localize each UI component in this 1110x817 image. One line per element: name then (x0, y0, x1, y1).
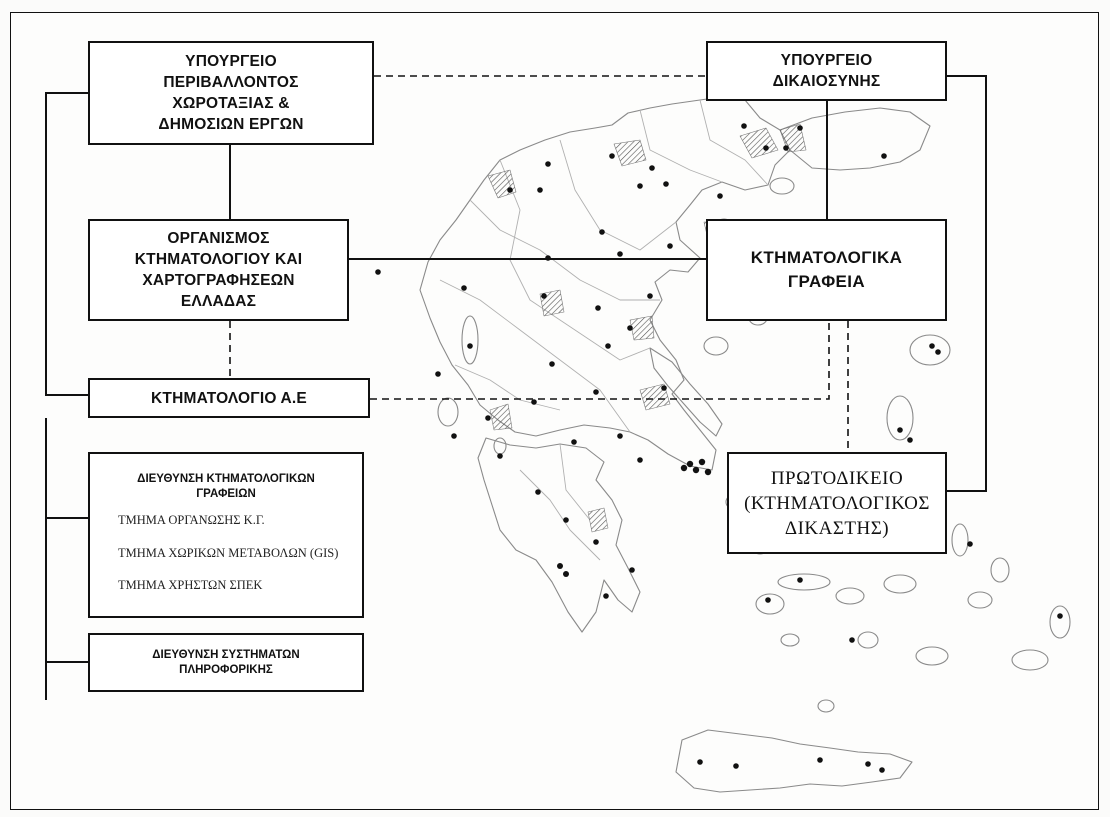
crete-outline (675, 729, 913, 793)
greece-map (375, 96, 1071, 793)
ministry-justice-line-1: ΥΠΟΥΡΓΕΙΟ (780, 52, 873, 69)
cadastral-offices-box: ΚΤΗΜΑΤΟΛΟΓΙΚΑ ΓΡΑΦΕΙΑ (706, 219, 947, 321)
court-box: ΠΡΩΤΟΔΙΚΕΙΟ (ΚΤΗΜΑΤΟΛΟΓΙΚΟΣ ΔΙΚΑΣΤΗΣ) (727, 452, 947, 554)
directorate-cadastral-offices-title: ΔΙΕΥΘΥΝΣΗ ΚΤΗΜΑΤΟΛΟΓΙΚΩΝ ΓΡΑΦΕΙΩΝ (90, 472, 362, 502)
dashed-connectors (229, 75, 849, 452)
court-line-2: (ΚΤΗΜΑΤΟΛΟΓΙΚΟΣ (744, 492, 930, 514)
evia-outline (649, 347, 723, 437)
cadastre-org-line-2: ΚΤΗΜΑΤΟΛΟΓΙΟΥ ΚΑΙ (134, 251, 303, 268)
cadastre-org-line-4: ΕΛΛΑΔΑΣ (180, 293, 257, 310)
directorate-title-line-2: ΓΡΑΦΕΙΩΝ (196, 488, 256, 500)
directorate-it-line-2: ΠΛΗΡΟΦΟΡΙΚΗΣ (179, 663, 273, 676)
peloponnese-outline (477, 437, 641, 633)
cadastral-offices-line-1: ΚΤΗΜΑΤΟΛΟΓΙΚΑ (750, 248, 903, 267)
mainland-outline (419, 96, 791, 471)
cadastre-organization-box: ΟΡΓΑΝΙΣΜΟΣ ΚΤΗΜΑΤΟΛΟΓΙΟΥ ΚΑΙ ΧΑΡΤΟΓΡΑΦΗΣ… (88, 219, 349, 321)
office-markers (375, 123, 1063, 773)
ktimatologio-sa-box: ΚΤΗΜΑΤΟΛΟΓΙΟ Α.Ε (88, 378, 370, 418)
department-organisation: ΤΜΗΜΑ ΟΡΓΑΝΩΣΗΣ Κ.Γ. (118, 513, 265, 527)
court-line-3: ΔΙΚΑΣΤΗΣ) (784, 517, 890, 539)
ministry-environment-box: ΥΠΟΥΡΓΕΙΟ ΠΕΡΙΒΑΛΛΟΝΤΟΣ ΧΩΡΟΤΑΞΙΑΣ & ΔΗΜ… (88, 41, 374, 145)
ministry-environment-line-3: ΧΩΡΟΤΑΞΙΑΣ & (172, 95, 290, 112)
ministry-environment-line-4: ΔΗΜΟΣΙΩΝ ΕΡΓΩΝ (158, 116, 304, 133)
cadastral-offices-line-2: ΓΡΑΦΕΙΑ (787, 272, 866, 291)
directorate-it-line-1: ΔΙΕΥΘΥΝΣΗ ΣΥΣΤΗΜΑΤΩΝ (152, 648, 300, 661)
directorate-cadastral-offices-box: ΔΙΕΥΘΥΝΣΗ ΚΤΗΜΑΤΟΛΟΓΙΚΩΝ ΓΡΑΦΕΙΩΝ (88, 452, 364, 618)
regional-borders (439, 99, 769, 561)
cadastre-org-line-1: ΟΡΓΑΝΙΣΜΟΣ (167, 230, 270, 247)
ministry-environment-line-1: ΥΠΟΥΡΓΕΙΟ (185, 53, 277, 70)
department-gis: ΤΜΗΜΑ ΧΩΡΙΚΩΝ ΜΕΤΑΒΟΛΩΝ (GIS) (118, 546, 339, 560)
department-spek-users: ΤΜΗΜΑ ΧΡΗΣΤΩΝ ΣΠΕΚ (118, 578, 263, 592)
ktimatologio-sa-label: ΚΤΗΜΑΤΟΛΟΓΙΟ Α.Ε (151, 389, 307, 407)
court-line-1: ΠΡΩΤΟΔΙΚΕΙΟ (770, 467, 904, 489)
ministry-justice-line-2: ΔΙΚΑΙΟΣΥΝΗΣ (772, 73, 881, 90)
thrace-outline (779, 107, 931, 171)
directorate-title-line-1: ΔΙΕΥΘΥΝΣΗ ΚΤΗΜΑΤΟΛΟΓΙΚΩΝ (137, 473, 315, 485)
directorate-it-box: ΔΙΕΥΘΥΝΣΗ ΣΥΣΤΗΜΑΤΩΝ ΠΛΗΡΟΦΟΡΙΚΗΣ (88, 633, 364, 692)
ministry-justice-box: ΥΠΟΥΡΓΕΙΟ ΔΙΚΑΙΟΣΥΝΗΣ (706, 41, 947, 101)
cadastre-org-line-3: ΧΑΡΤΟΓΡΑΦΗΣΕΩΝ (142, 272, 295, 289)
ministry-environment-line-2: ΠΕΡΙΒΑΛΛΟΝΤΟΣ (163, 74, 299, 91)
solid-connectors (45, 75, 987, 700)
